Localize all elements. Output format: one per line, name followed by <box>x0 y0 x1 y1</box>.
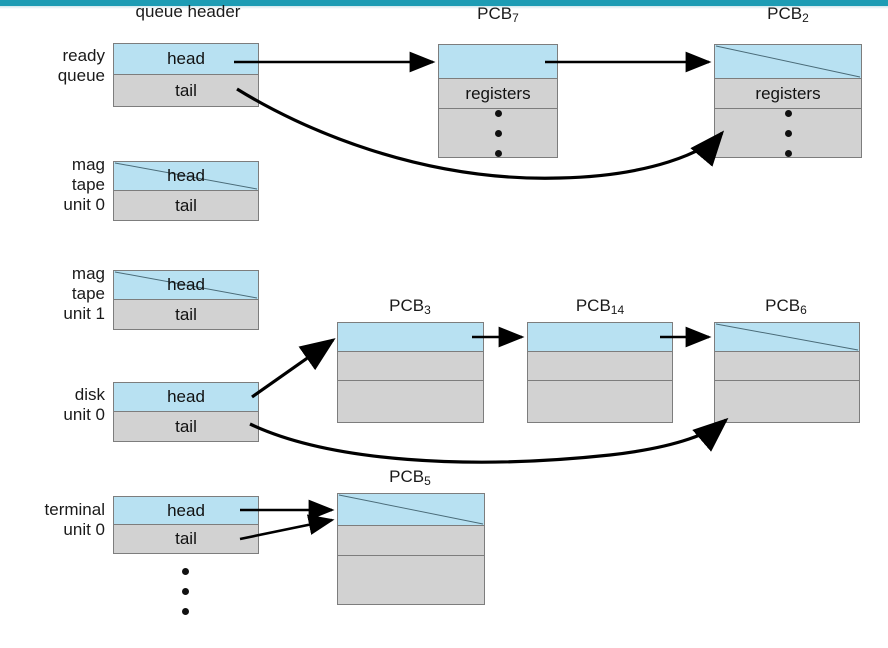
pcb6-pointer-cell[interactable] <box>715 323 859 352</box>
pcb6-caption-subscript: 6 <box>800 303 807 317</box>
pcb-block-7[interactable]: registers <box>438 44 558 158</box>
pcb14-caption-text: PCB <box>575 296 611 315</box>
pcb6-more-fields-cell[interactable] <box>715 381 859 422</box>
pcb5-more-fields-cell[interactable] <box>338 556 484 604</box>
row-label-terminal-unit-0: terminal unit 0 <box>44 500 105 539</box>
queue-header-mag-tape-unit-0[interactable]: head tail <box>113 161 259 221</box>
pcb5-caption: PCB5 <box>340 467 480 488</box>
terminal-0-tail-label: tail <box>175 529 197 548</box>
pcb-block-5[interactable] <box>337 493 485 605</box>
pcb7-registers-cell[interactable]: registers <box>439 79 557 109</box>
null-pointer-slash-icon <box>715 45 861 78</box>
terminal-0-head-label: head <box>167 500 205 520</box>
pcb3-caption-subscript: 3 <box>424 303 431 317</box>
more-queues-ellipsis <box>182 568 189 615</box>
link-disk-tail-to-pcb6 <box>249 417 729 464</box>
ready-queue-tail-cell[interactable]: tail <box>114 75 258 106</box>
pcb6-caption: PCB6 <box>716 296 856 317</box>
mag-tape-0-tail-label: tail <box>175 195 197 215</box>
disk-0-tail-label: tail <box>175 416 197 436</box>
pcb2-pointer-cell[interactable] <box>715 45 861 79</box>
pcb2-caption-text: PCB <box>767 4 803 23</box>
queue-header-ready-queue[interactable]: head tail <box>113 43 259 107</box>
mag-tape-1-head-cell[interactable]: head <box>114 271 258 300</box>
pcb7-registers-label: registers <box>465 83 531 103</box>
pcb2-more-fields-cell[interactable] <box>715 109 861 157</box>
pcb14-pointer-cell[interactable] <box>528 323 672 352</box>
terminal-0-tail-cell[interactable]: tail <box>114 525 258 553</box>
pcb7-caption-subscript: 7 <box>512 11 519 25</box>
pcb6-caption-text: PCB <box>765 296 801 315</box>
ready-queue-head-cell[interactable]: head <box>114 44 258 75</box>
mag-tape-1-head-label: head <box>167 275 205 294</box>
disk-0-head-label: head <box>167 387 205 406</box>
pcb7-ellipsis-icon <box>494 109 502 157</box>
mag-tape-0-tail-cell[interactable]: tail <box>114 191 258 220</box>
pcb2-caption-subscript: 2 <box>802 11 809 25</box>
pcb14-caption-subscript: 14 <box>610 303 625 317</box>
pcb5-registers-cell[interactable] <box>338 526 484 556</box>
mag-tape-0-head-label: head <box>167 166 205 185</box>
pcb3-caption: PCB3 <box>340 296 480 317</box>
null-pointer-slash-icon <box>715 323 859 351</box>
accent-bar-shadow <box>0 6 888 9</box>
ready-queue-head-label: head <box>167 49 205 68</box>
null-pointer-slash-icon <box>338 494 484 525</box>
pcb6-registers-cell[interactable] <box>715 352 859 381</box>
pcb-block-3[interactable] <box>337 322 484 423</box>
mag-tape-1-tail-label: tail <box>175 304 197 324</box>
disk-0-tail-cell[interactable]: tail <box>114 412 258 441</box>
pcb2-caption: PCB2 <box>718 4 858 25</box>
pcb3-caption-text: PCB <box>389 296 425 315</box>
pcb3-more-fields-cell[interactable] <box>338 381 483 422</box>
pcb3-pointer-cell[interactable] <box>338 323 483 352</box>
row-label-disk-unit-0: disk unit 0 <box>63 385 105 424</box>
queue-header-title: queue header <box>135 2 241 21</box>
pcb14-registers-cell[interactable] <box>528 352 672 381</box>
row-label-mag-tape-unit-0: mag tape unit 0 <box>63 155 105 214</box>
link-disk-head-to-pcb3 <box>251 338 336 399</box>
pcb7-caption-text: PCB <box>477 4 513 23</box>
pcb-block-2[interactable]: registers <box>714 44 862 158</box>
mag-tape-1-tail-cell[interactable]: tail <box>114 300 258 329</box>
pcb14-more-fields-cell[interactable] <box>528 381 672 422</box>
pcb-block-14[interactable] <box>527 322 673 423</box>
disk-0-head-cell[interactable]: head <box>114 383 258 412</box>
queue-header-disk-unit-0[interactable]: head tail <box>113 382 259 442</box>
pcb7-caption: PCB7 <box>428 4 568 25</box>
accent-bar <box>0 0 888 6</box>
pcb-block-6[interactable] <box>714 322 860 423</box>
mag-tape-0-head-cell[interactable]: head <box>114 162 258 191</box>
queue-header-mag-tape-unit-1[interactable]: head tail <box>113 270 259 330</box>
terminal-0-head-cell[interactable]: head <box>114 497 258 525</box>
pcb5-caption-subscript: 5 <box>424 474 431 488</box>
pcb2-registers-cell[interactable]: registers <box>715 79 861 109</box>
queue-header-terminal-unit-0[interactable]: head tail <box>113 496 259 554</box>
pcb2-registers-label: registers <box>755 83 821 103</box>
pcb5-caption-text: PCB <box>389 467 425 486</box>
pcb7-pointer-cell[interactable] <box>439 45 557 79</box>
row-label-mag-tape-unit-1: mag tape unit 1 <box>63 264 105 323</box>
row-label-ready-queue: ready queue <box>57 46 105 85</box>
pcb2-ellipsis-icon <box>784 109 792 157</box>
pcb5-pointer-cell[interactable] <box>338 494 484 526</box>
pcb14-caption: PCB14 <box>530 296 670 317</box>
ready-queue-tail-label: tail <box>175 80 197 100</box>
pcb3-registers-cell[interactable] <box>338 352 483 381</box>
pcb7-more-fields-cell[interactable] <box>439 109 557 157</box>
